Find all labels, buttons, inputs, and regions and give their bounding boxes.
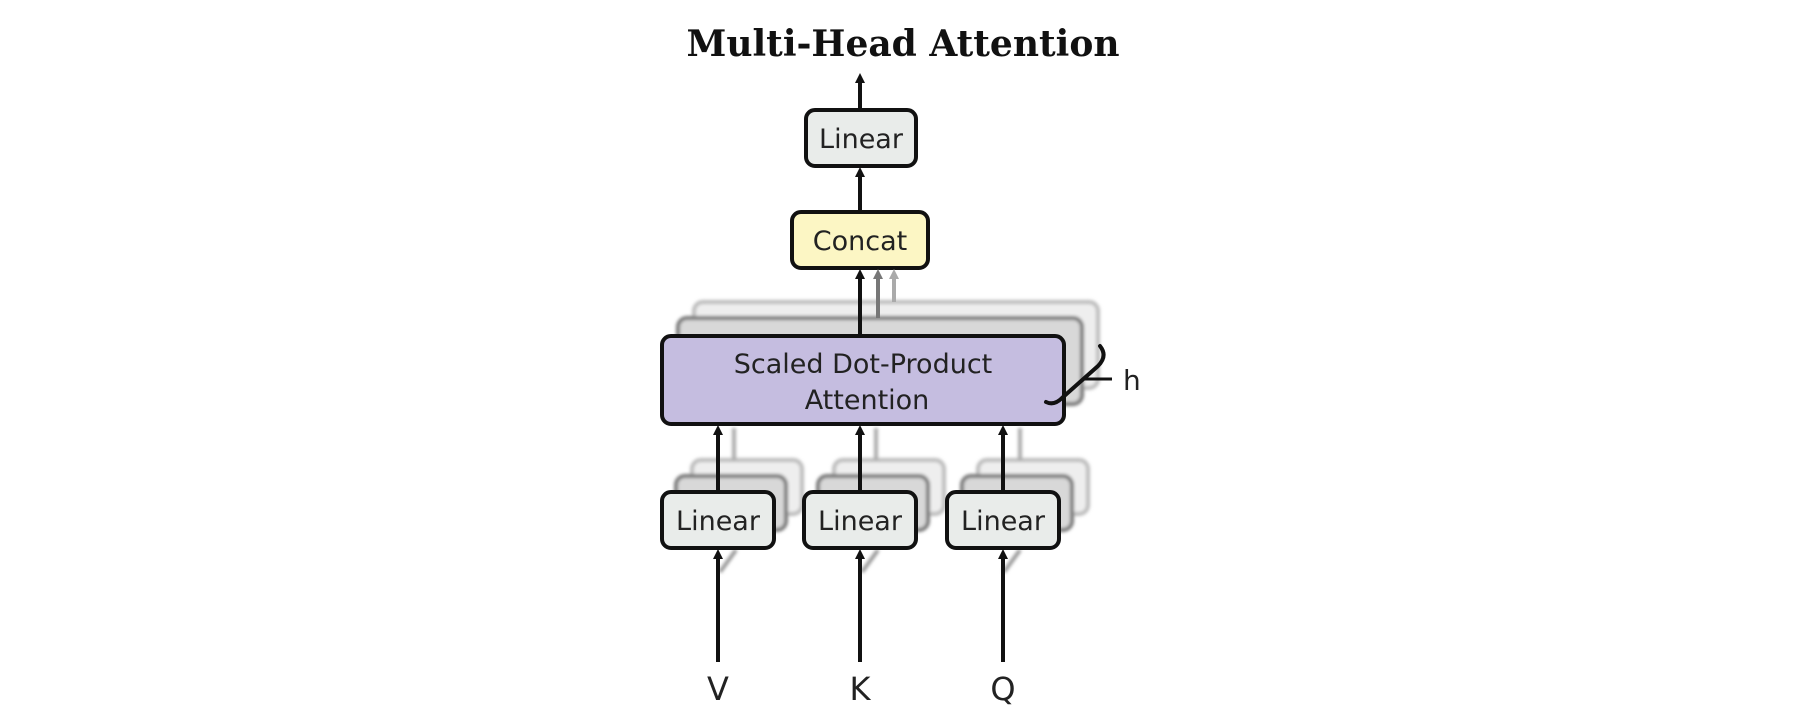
ghost-input-stroke <box>860 548 880 574</box>
output-linear-block: Linear <box>804 108 918 168</box>
output-linear-label: Linear <box>819 124 904 155</box>
concat-block: Concat <box>790 210 930 270</box>
linear-k-label: Linear <box>818 506 903 537</box>
attention-label-line2: Attention <box>805 385 930 416</box>
heads-bracket: h <box>1044 344 1141 406</box>
attention-label-line1: Scaled Dot-Product <box>734 349 993 380</box>
attention-block: Scaled Dot-Product Attention <box>660 334 1066 426</box>
diagram-title: Multi-Head Attention <box>686 23 1119 65</box>
concat-box <box>790 210 930 270</box>
output-linear-box <box>804 108 918 168</box>
input-q-label: Q <box>990 670 1015 708</box>
heads-count-label: h <box>1123 364 1141 397</box>
linear-projection-k: Linear <box>802 490 918 550</box>
concat-label: Concat <box>813 226 907 257</box>
ghost-input-stroke <box>718 548 738 574</box>
heads-bracket-line <box>1044 344 1106 406</box>
linear-v-box <box>660 490 776 550</box>
linear-projection-v: Linear <box>660 490 776 550</box>
linear-projection-q: Linear <box>945 490 1061 550</box>
input-k-label: K <box>850 670 872 708</box>
ghost-input-stroke <box>1002 548 1022 574</box>
attention-box <box>660 334 1066 426</box>
linear-k-box <box>802 490 918 550</box>
linear-q-label: Linear <box>961 506 1046 537</box>
linear-q-box <box>945 490 1061 550</box>
input-v-label: V <box>707 670 729 708</box>
linear-v-label: Linear <box>676 506 761 537</box>
